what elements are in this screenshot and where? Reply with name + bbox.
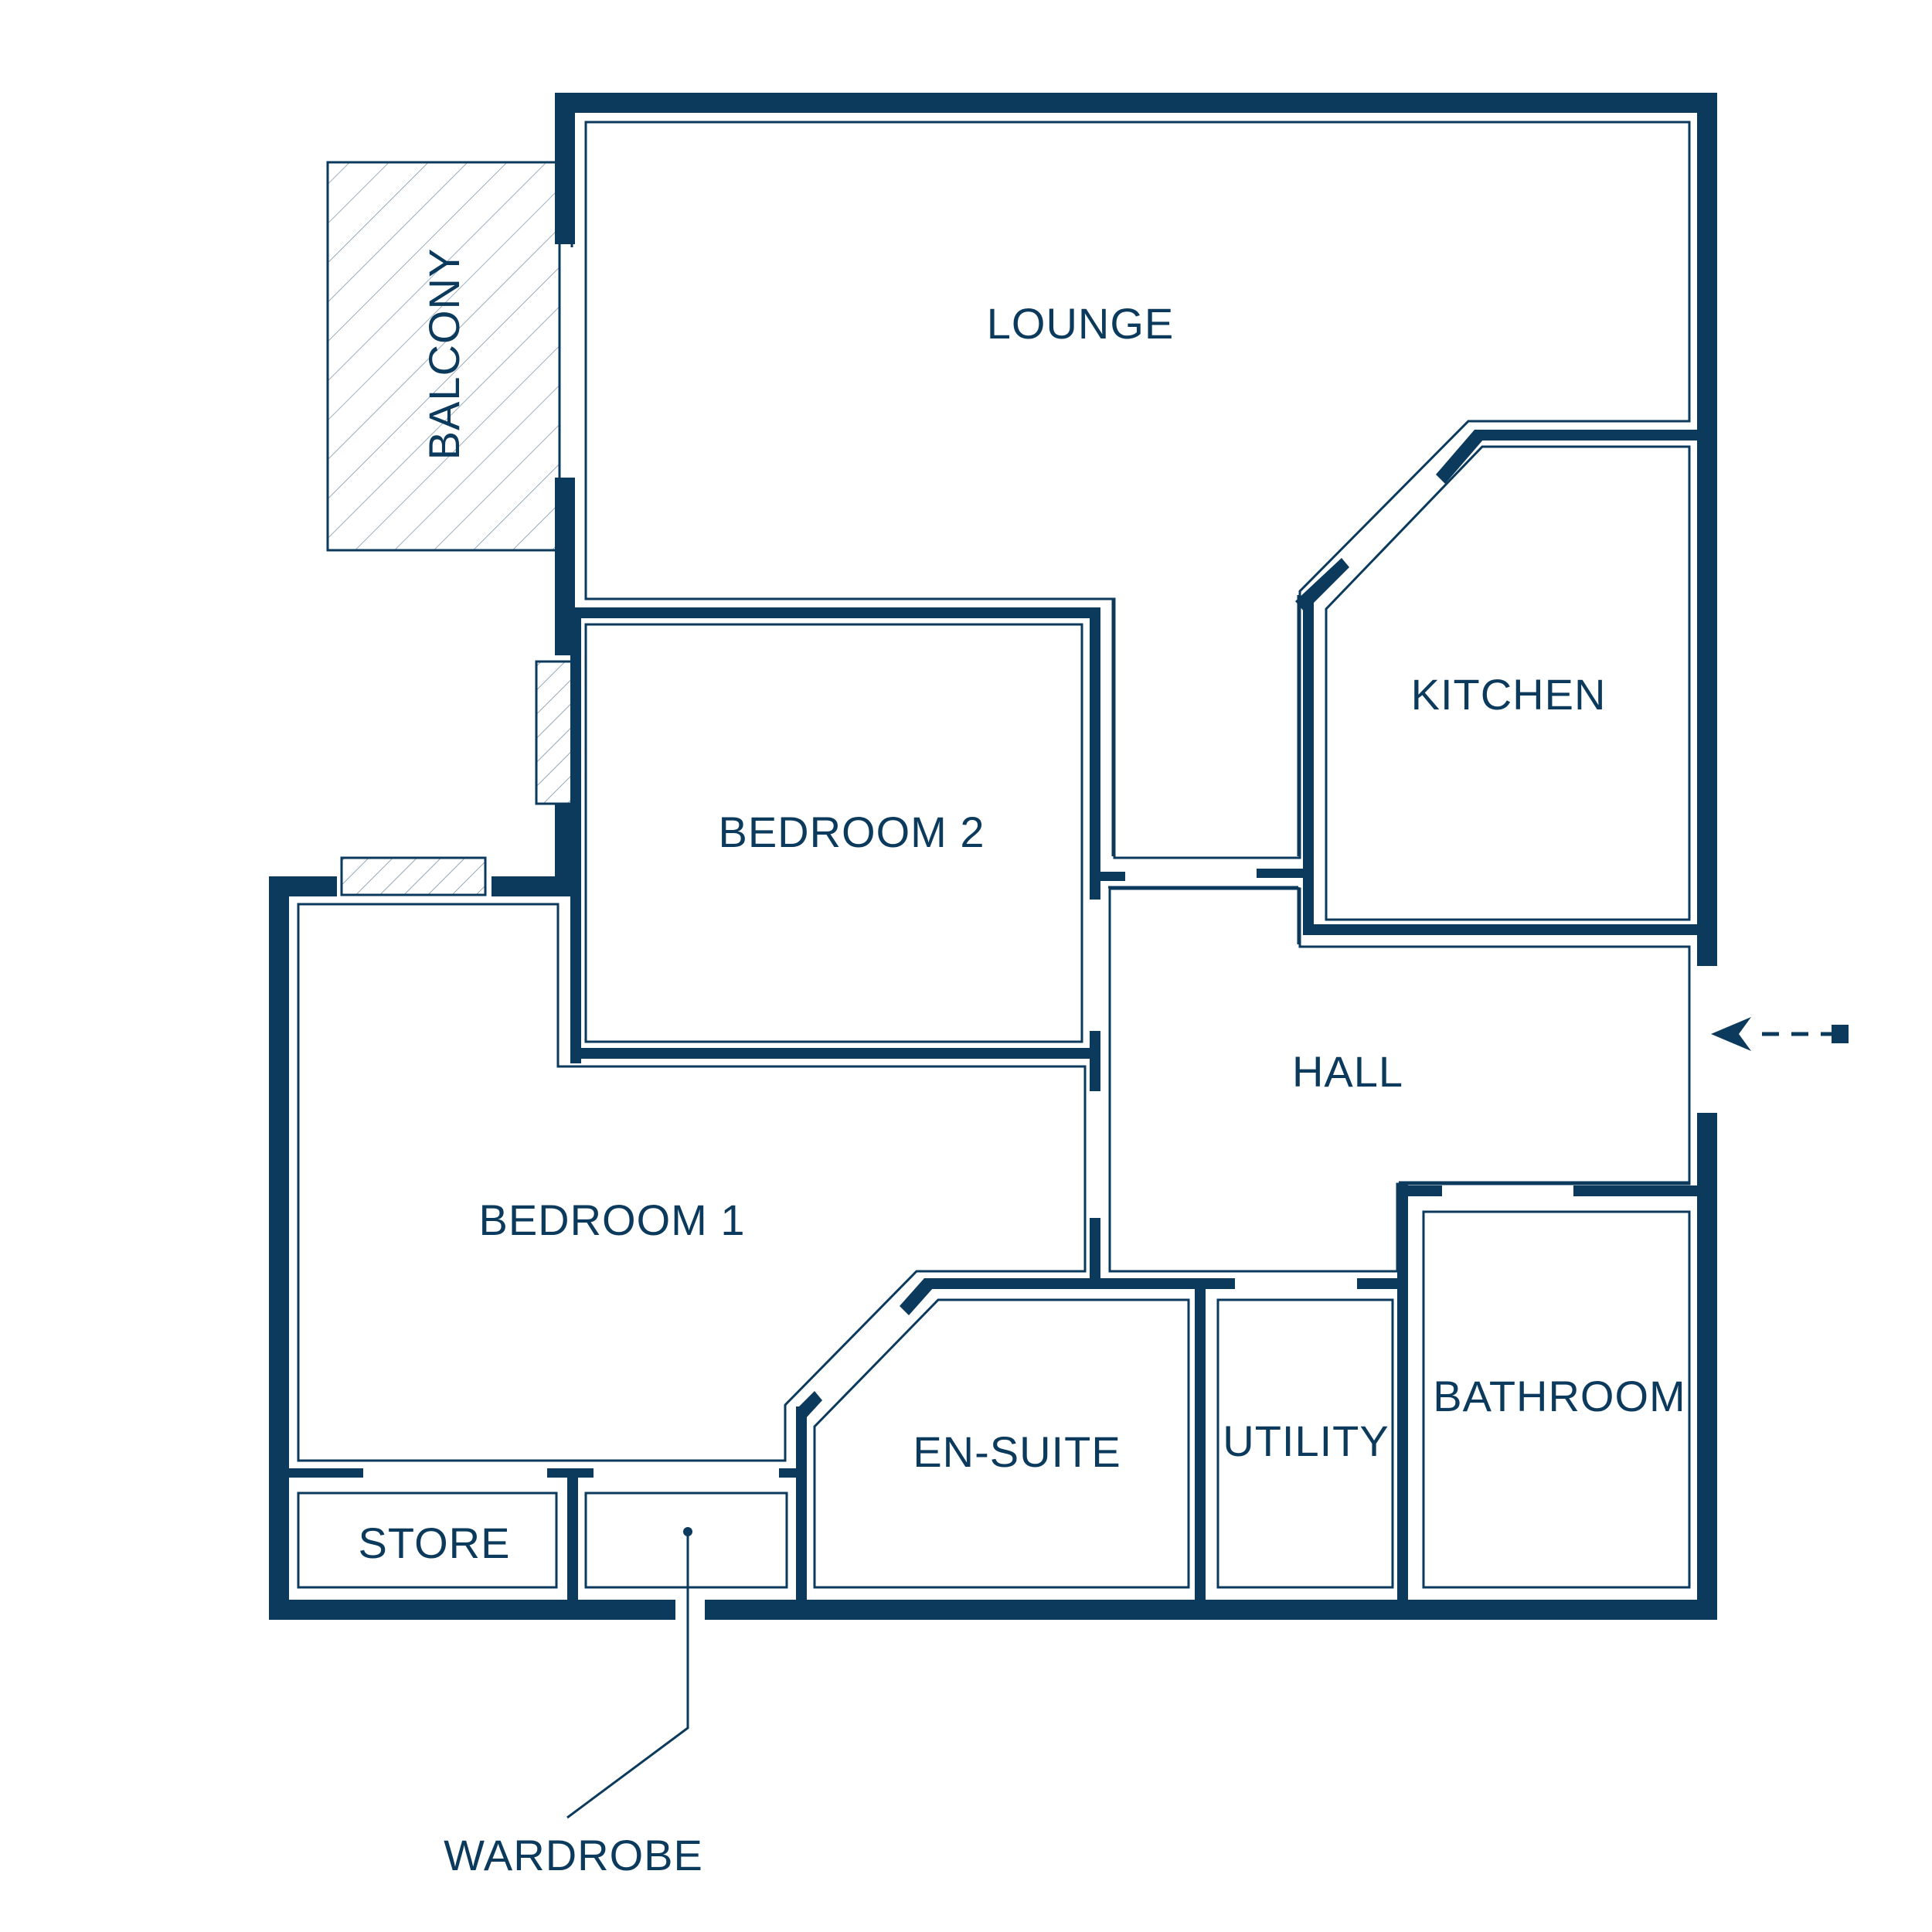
label-utility: UTILITY xyxy=(1223,1417,1389,1465)
label-bathroom: BATHROOM xyxy=(1433,1372,1685,1420)
window-left xyxy=(535,660,577,805)
label-balcony: BALCONY xyxy=(420,248,468,461)
wardrobe-leader xyxy=(566,1527,692,1819)
entrance-arrow-icon xyxy=(1711,1017,1849,1051)
label-store: STORE xyxy=(359,1519,511,1567)
window-top xyxy=(340,856,487,896)
label-bedroom1: BEDROOM 1 xyxy=(478,1196,745,1244)
label-bedroom2: BEDROOM 2 xyxy=(718,808,985,856)
label-hall: HALL xyxy=(1292,1047,1403,1096)
label-kitchen: KITCHEN xyxy=(1411,670,1607,719)
balcony xyxy=(326,161,561,552)
label-lounge: LOUNGE xyxy=(987,299,1175,348)
label-en-suite: EN-SUITE xyxy=(913,1427,1121,1476)
label-wardrobe: WARDROBE xyxy=(444,1831,703,1879)
